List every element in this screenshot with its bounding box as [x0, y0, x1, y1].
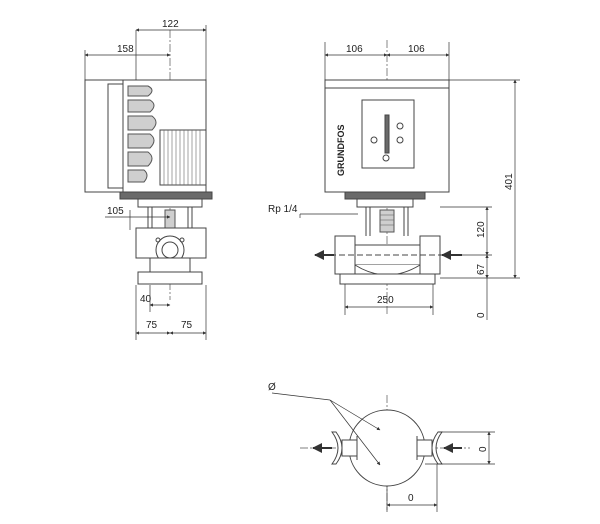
- diameter-label: Ø: [268, 382, 276, 393]
- dim-side-motor-width: 158: [117, 44, 134, 55]
- thread-callout: Rp 1/4: [268, 204, 298, 215]
- dim-side-base-right: 75: [181, 320, 193, 331]
- dim-front-half-left: 106: [346, 44, 363, 55]
- dim-plan-height: 0: [478, 446, 489, 452]
- dim-front-inlet-height: 120: [476, 221, 487, 238]
- front-view: GRUNDFOS Rp 1/4: [268, 40, 520, 320]
- panel-button-icon: [396, 122, 404, 130]
- dim-side-flange-half: 40: [140, 294, 152, 305]
- plan-view: Ø 0 0: [268, 382, 495, 512]
- dim-plan-width: 0: [408, 493, 414, 504]
- motor-fins: [127, 85, 157, 183]
- cooling-ribs: [159, 129, 207, 186]
- dim-front-total-height: 401: [504, 173, 515, 190]
- dim-front-half-right: 106: [408, 44, 425, 55]
- side-view: 122 158 105 40 75 75: [84, 19, 213, 340]
- dim-side-top-width: 122: [162, 19, 179, 30]
- dim-front-base-zero: 0: [476, 312, 487, 318]
- dim-front-port-to-port: 250: [377, 295, 394, 306]
- lantern-front: [356, 198, 414, 236]
- pump-body-front: [330, 235, 445, 285]
- dim-side-base-left: 75: [146, 320, 158, 331]
- coupling: [137, 198, 203, 229]
- plan-port-left: [331, 431, 358, 465]
- pump-housing-side: [135, 227, 207, 285]
- brand-logo-text: GRUNDFOS: [336, 125, 346, 177]
- plan-housing-circle: [348, 409, 426, 487]
- motor-base: [119, 191, 213, 200]
- dim-front-pipe-height: 67: [476, 263, 487, 275]
- dim-side-shaft-offset: 105: [107, 206, 124, 217]
